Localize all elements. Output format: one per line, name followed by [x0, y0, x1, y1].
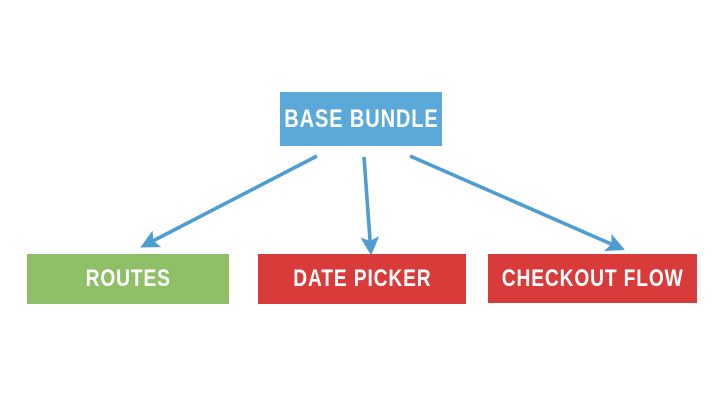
node-date-picker[interactable]: DATE PICKER: [258, 254, 466, 304]
edge-base-to-routes: [140, 154, 318, 248]
edge-base-to-date-picker: [360, 156, 380, 256]
node-base-bundle[interactable]: BASE BUNDLE: [280, 92, 442, 146]
node-base-bundle-label: BASE BUNDLE: [283, 104, 439, 133]
node-checkout-flow-label: CHECKOUT FLOW: [501, 264, 684, 292]
node-date-picker-label: DATE PICKER: [292, 265, 432, 292]
node-checkout-flow[interactable]: CHECKOUT FLOW: [488, 254, 697, 303]
node-routes[interactable]: ROUTES: [27, 254, 229, 304]
node-routes-label: ROUTES: [85, 265, 171, 292]
edge-base-to-checkout-flow: [409, 154, 625, 252]
